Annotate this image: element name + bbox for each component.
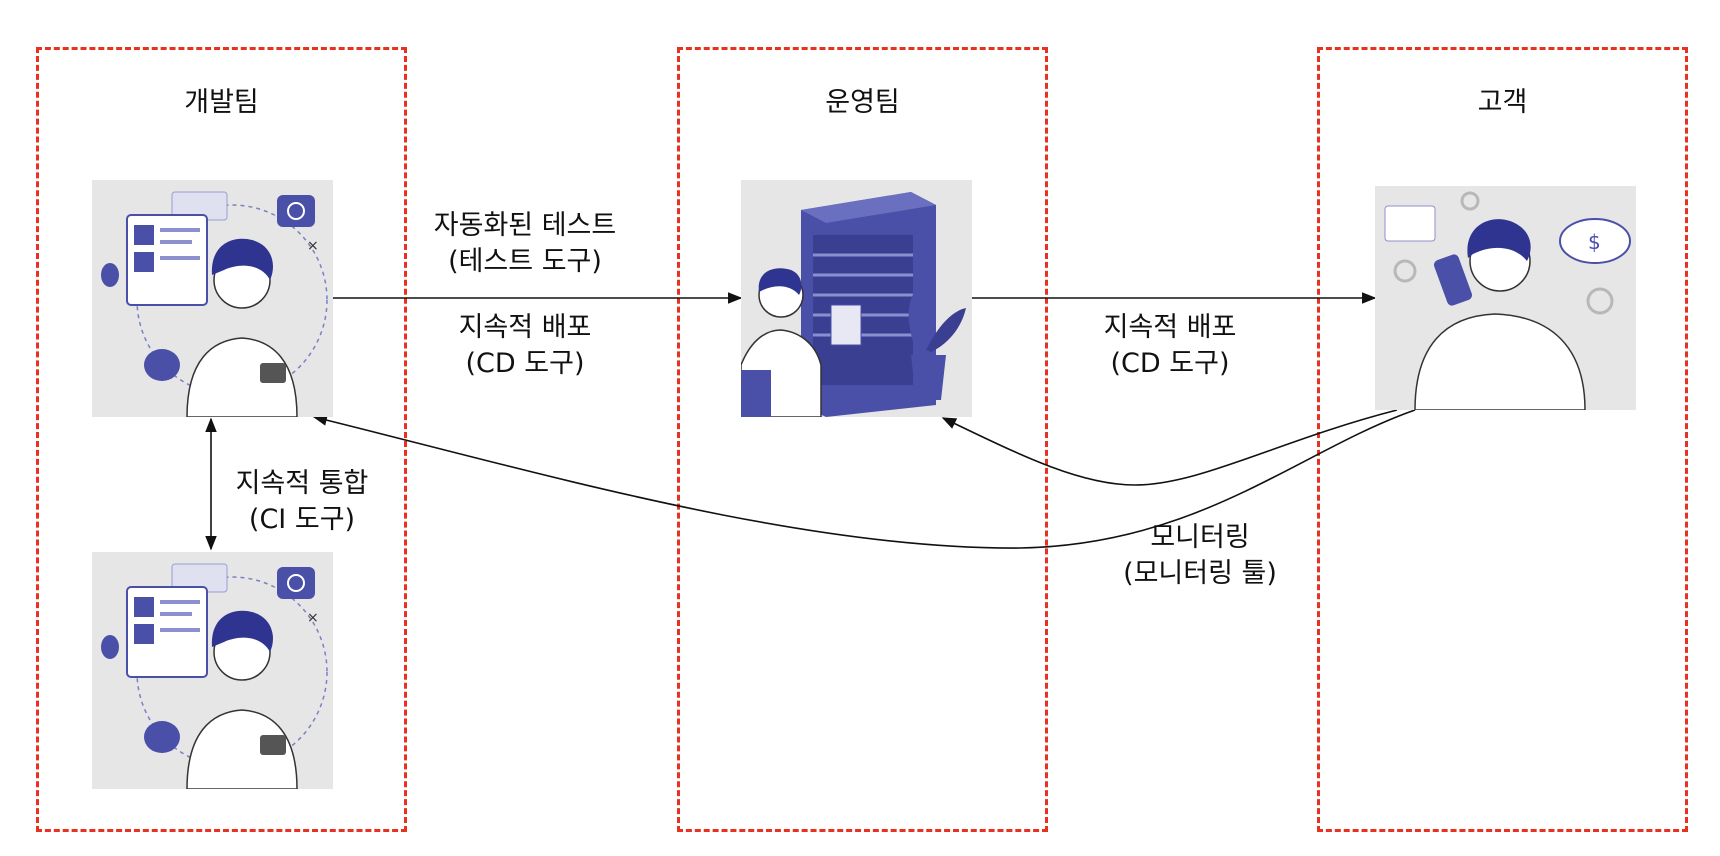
label-cd-to-ops-line1: 지속적 배포 (458, 312, 592, 343)
label-automated-test-line2: (테스트 도구) (448, 246, 602, 277)
zone-ops-team: 운영팀 (677, 47, 1048, 832)
zone-title-ops-team: 운영팀 (825, 87, 900, 118)
developer-illustration: × (92, 180, 333, 417)
label-ci-line2: (CI 도구) (248, 504, 356, 535)
label-cd-to-ops-line2: (CD 도구) (465, 348, 585, 379)
label-ci: 지속적 통합 (CI 도구) (222, 466, 382, 538)
customer-phone-illustration: $ (1375, 186, 1636, 410)
label-monitoring-line2: (모니터링 툴) (1123, 558, 1277, 589)
developer-icon: × (101, 563, 328, 789)
svg-text:×: × (307, 238, 319, 254)
zone-title-dev-team: 개발팀 (184, 87, 259, 118)
label-monitoring-line1: 모니터링 (1150, 522, 1250, 553)
zone-title-customer: 고객 (1477, 87, 1528, 118)
label-cd-to-customer-line2: (CD 도구) (1110, 348, 1230, 379)
customer-icon: $ (1384, 191, 1631, 410)
label-monitoring: 모니터링 (모니터링 툴) (1100, 520, 1300, 592)
label-ci-line1: 지속적 통합 (235, 468, 369, 499)
developer-icon: × (101, 191, 328, 417)
developer-illustration-2: × (92, 552, 333, 789)
server-operator-illustration (741, 180, 972, 417)
svg-text:×: × (307, 610, 319, 626)
label-cd-to-ops: 지속적 배포 (CD 도구) (440, 310, 610, 382)
label-cd-to-customer: 지속적 배포 (CD 도구) (1085, 310, 1255, 382)
label-automated-test-line1: 자동화된 테스트 (433, 210, 617, 241)
server-rack-icon (741, 192, 966, 417)
label-automated-test: 자동화된 테스트 (테스트 도구) (420, 208, 630, 280)
zone-customer: 고객 (1317, 47, 1688, 832)
dollar-sign-icon: $ (1588, 230, 1601, 254)
label-cd-to-customer-line1: 지속적 배포 (1103, 312, 1237, 343)
